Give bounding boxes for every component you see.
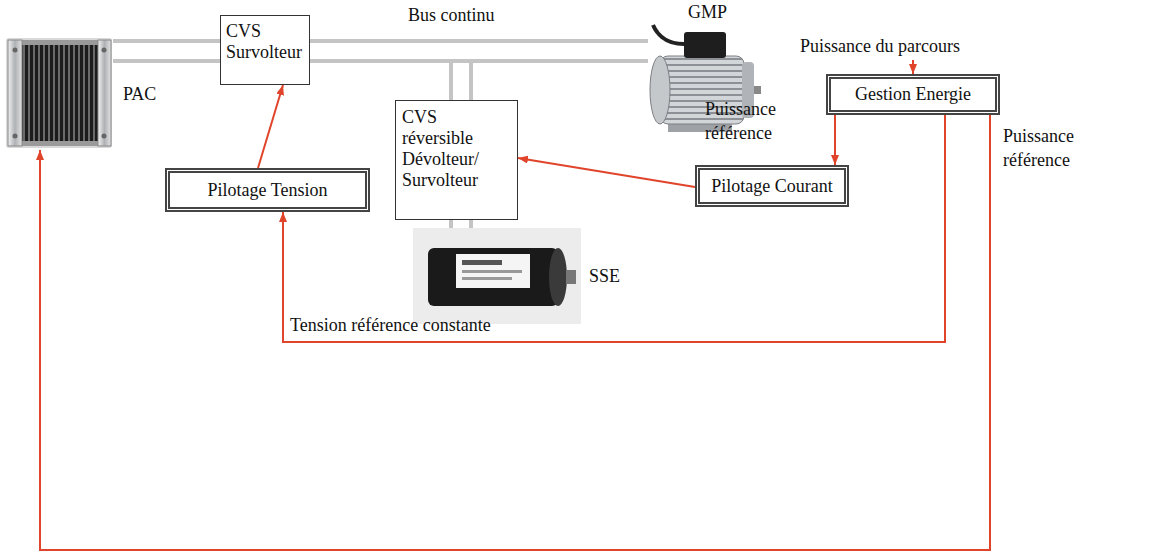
bolt: [102, 48, 107, 53]
part-label: GMP: [688, 2, 727, 23]
bolt: [13, 48, 18, 53]
signal-line: [834, 115, 836, 165]
edge-label: Puissance référence: [705, 97, 776, 145]
power-bus: [310, 51, 648, 52]
capacitor-end: [549, 248, 567, 306]
edge-label: Tension référence constante: [290, 314, 491, 337]
bus-gap: [453, 220, 469, 228]
sticker-mark: [462, 277, 512, 280]
motor-shaft: [754, 86, 761, 94]
converter-box: CVS Survolteur: [220, 15, 310, 85]
fuel-cell-node: PAC: [5, 32, 113, 150]
motor-node: GMP: [648, 24, 762, 140]
box-label: CVS réversible Dévolteur/ Survolteur: [402, 107, 479, 191]
motor-cable: [653, 25, 684, 44]
power-bus: [461, 220, 462, 228]
capacitor-terminal: [566, 270, 576, 284]
motor-end-cap: [650, 56, 670, 124]
signal-line: [283, 115, 945, 342]
control-arrow: [283, 115, 945, 342]
stack-cells: [22, 44, 98, 142]
capacitor-body: [428, 248, 558, 306]
edge-label: Puissance référence: [1003, 124, 1074, 172]
control-arrow: [835, 115, 836, 165]
part-label: SSE: [589, 266, 620, 287]
input-label: Puissance du parcours: [800, 35, 960, 58]
box-label: Pilotage Courant: [711, 176, 832, 197]
box-label: Pilotage Tension: [208, 180, 328, 201]
storage-node: SSE: [413, 228, 581, 324]
bolt: [102, 134, 107, 139]
control-box: Pilotage Courant: [695, 165, 849, 207]
part-label: PAC: [123, 84, 156, 105]
control-arrow: [258, 85, 283, 168]
control-box: Gestion Energie: [826, 74, 1000, 115]
supercapacitor-illustration: [413, 228, 581, 324]
signal-line: [258, 85, 283, 168]
stack-frame: [6, 38, 112, 148]
power-bus: [113, 51, 220, 52]
control-arrow: [518, 158, 695, 187]
box-label: CVS Survolteur: [226, 21, 302, 63]
end-plate: [8, 40, 22, 146]
bolt: [13, 134, 18, 139]
fuel-cell-illustration: [6, 38, 112, 148]
signal-line: [518, 158, 695, 187]
bus-gap: [310, 43, 648, 59]
bus-conductor: [113, 39, 220, 63]
capacitor-sticker: [456, 254, 530, 288]
stack-rod: [22, 40, 98, 45]
control-box: Pilotage Tension: [165, 168, 370, 212]
bus-gap: [113, 43, 220, 59]
photo-ground: [413, 228, 581, 324]
sticker-mark: [462, 260, 502, 265]
sticker-mark: [462, 270, 522, 273]
bus-conductor: [449, 220, 473, 228]
terminal-box: [684, 32, 726, 58]
edge-label: Bus continu: [408, 4, 495, 27]
bus-conductor: [310, 39, 648, 63]
stack-rod: [22, 141, 98, 146]
input-arrow: [912, 60, 914, 74]
box-label: Gestion Energie: [855, 84, 971, 105]
converter-box: CVS réversible Dévolteur/ Survolteur: [395, 100, 518, 220]
end-plate: [98, 40, 111, 146]
